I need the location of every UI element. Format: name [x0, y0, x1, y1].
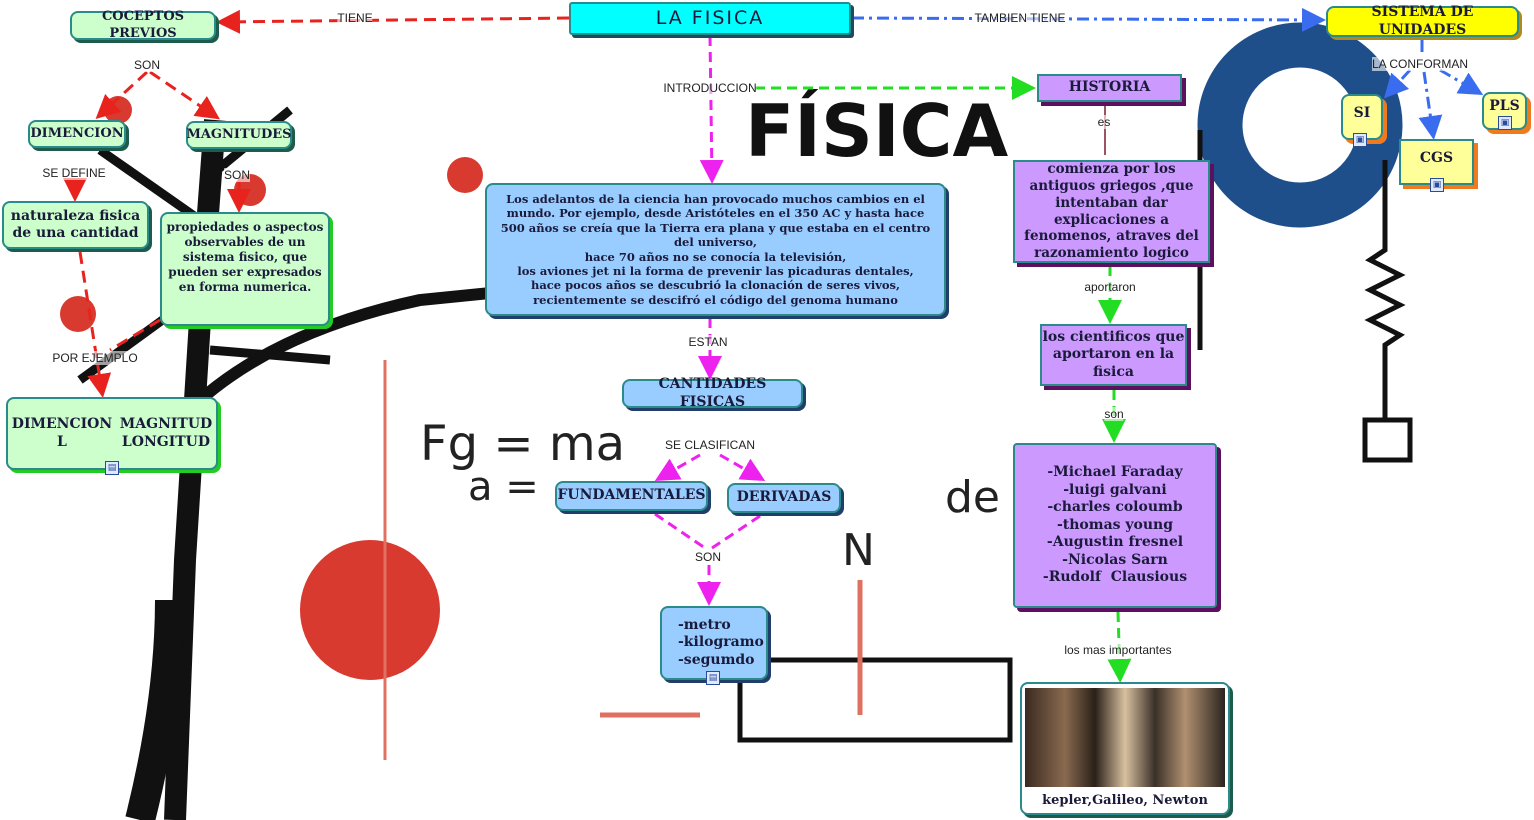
image-icon[interactable]: ▣ — [1430, 178, 1444, 192]
node-ejemplo[interactable]: DIMENCION L MAGNITUD LONGITUD — [6, 397, 218, 470]
node-sistema-unidades[interactable]: SISTEMA DE UNIDADES — [1326, 4, 1519, 38]
node-la-fisica[interactable]: LA FISICA — [569, 2, 851, 35]
node-si[interactable]: SI — [1341, 94, 1383, 140]
node-fundamentales[interactable]: FUNDAMENTALES — [555, 481, 708, 511]
background-n: N — [842, 525, 875, 576]
node-dimencion[interactable]: DIMENCION — [28, 120, 126, 148]
link-label-introduccion: INTRODUCCION — [663, 81, 757, 95]
image-icon[interactable]: ▣ — [1353, 133, 1367, 147]
link-label-son: SON — [694, 550, 722, 564]
node-historia[interactable]: HISTORIA — [1037, 74, 1182, 102]
link-label-son: SON — [133, 58, 161, 72]
link-label-los-mas-importantes: los mas importantes — [1064, 643, 1172, 657]
node-magnitudes[interactable]: MAGNITUDES — [186, 121, 292, 149]
link-label-tiene: TIENE — [337, 11, 373, 25]
resource-icon[interactable]: ▤ — [105, 461, 119, 475]
link-label-se-clasifican: SE CLASIFICAN — [664, 438, 756, 452]
link-label-por-ejemplo: POR EJEMPLO — [52, 351, 138, 365]
node-derivadas[interactable]: DERIVADAS — [727, 483, 841, 513]
link-label-son: son — [1104, 407, 1124, 421]
link-label-son: SON — [223, 168, 251, 182]
node-conceptos-previos[interactable]: COCEPTOS PREVIOS — [70, 9, 216, 41]
node-introduccion-texto[interactable]: Los adelantos de la ciencia han provocad… — [485, 183, 946, 316]
node-cientificos[interactable]: los cientificos que aportaron en la fisi… — [1040, 324, 1187, 386]
retrato-caption: kepler,Galileo, Newton — [1042, 792, 1208, 808]
node-comienza[interactable]: comienza por los antiguos griegos ,que i… — [1013, 160, 1210, 263]
link-label-la-conforman: LA CONFORMAN — [1371, 57, 1469, 71]
link-label-es: es — [1097, 115, 1111, 129]
ejemplo-dimencion: DIMENCION L — [11, 416, 113, 450]
link-label-aportaron: aportaron — [1084, 280, 1136, 294]
link-label-se-define: SE DEFINE — [42, 166, 106, 180]
node-cantidades-fisicas[interactable]: CANTIDADES FISICAS — [622, 376, 803, 410]
link-label-tambien-tiene: TAMBIEN TIENE — [974, 11, 1066, 25]
scientists-portrait-image — [1025, 688, 1225, 787]
node-naturaleza[interactable]: naturaleza fisica de una cantidad — [2, 201, 149, 249]
link-label-estan: ESTAN — [688, 335, 728, 349]
background-formula2: a = — [468, 464, 539, 510]
node-retrato[interactable]: kepler,Galileo, Newton — [1020, 682, 1230, 815]
node-nombres[interactable]: -Michael Faraday -luigi galvani -charles… — [1013, 443, 1217, 608]
background-formula: Fg = ma — [420, 416, 625, 472]
ejemplo-magnitud: MAGNITUD LONGITUD — [119, 416, 213, 450]
background-headline: FÍSICA — [745, 89, 1008, 173]
resource-icon[interactable]: ▤ — [706, 671, 720, 685]
node-propiedades[interactable]: propiedades o aspectos observables de un… — [160, 212, 330, 326]
image-icon[interactable]: ▣ — [1498, 116, 1512, 130]
node-unidades-basicas[interactable]: -metro -kilogramo -segumdo — [660, 606, 768, 680]
background-de: de — [945, 472, 1000, 523]
